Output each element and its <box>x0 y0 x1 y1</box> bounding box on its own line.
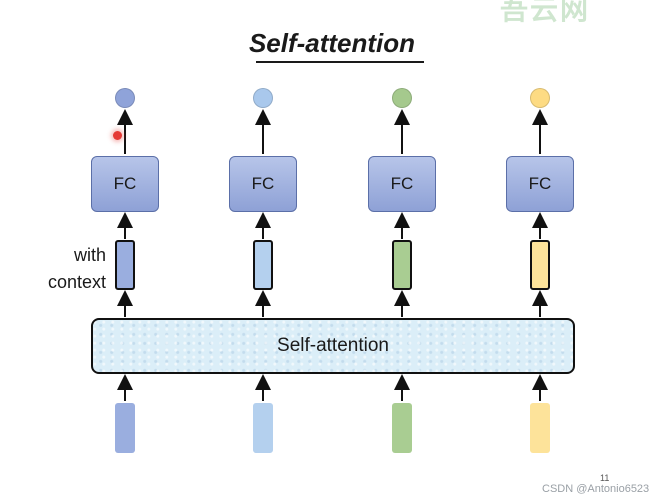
fc-label-4: FC <box>528 174 552 193</box>
input-vector-2 <box>253 403 273 453</box>
top-watermark: 吾云网 <box>500 0 591 26</box>
input-vector-1 <box>115 403 135 453</box>
context-vector-3 <box>392 240 412 290</box>
output-node-1 <box>115 88 135 108</box>
context-label-line-2: context <box>47 272 106 292</box>
fc-label-3: FC <box>390 174 414 193</box>
context-label-line-1: with <box>73 245 106 265</box>
slide-title: Self-attention <box>248 28 416 58</box>
self-attention-label: Self-attention <box>277 335 389 356</box>
output-node-3 <box>392 88 412 108</box>
fc-label-1: FC <box>113 174 137 193</box>
self-attention-block: Self-attention <box>91 318 575 374</box>
page-number: 11 <box>600 473 610 483</box>
context-vector-4 <box>530 240 550 290</box>
title-underline <box>256 61 424 63</box>
fc-box-4: FC <box>506 156 574 212</box>
fc-box-3: FC <box>368 156 436 212</box>
input-vector-4 <box>530 403 550 453</box>
context-vector-1 <box>115 240 135 290</box>
output-node-4 <box>530 88 550 108</box>
with-context-label: with context <box>30 242 106 296</box>
fc-label-2: FC <box>251 174 275 193</box>
input-vector-3 <box>392 403 412 453</box>
fc-box-1: FC <box>91 156 159 212</box>
fc-box-2: FC <box>229 156 297 212</box>
output-node-2 <box>253 88 273 108</box>
context-vector-2 <box>253 240 273 290</box>
laser-pointer-dot <box>113 131 122 140</box>
source-watermark: CSDN @Antonio6523 <box>542 483 650 495</box>
